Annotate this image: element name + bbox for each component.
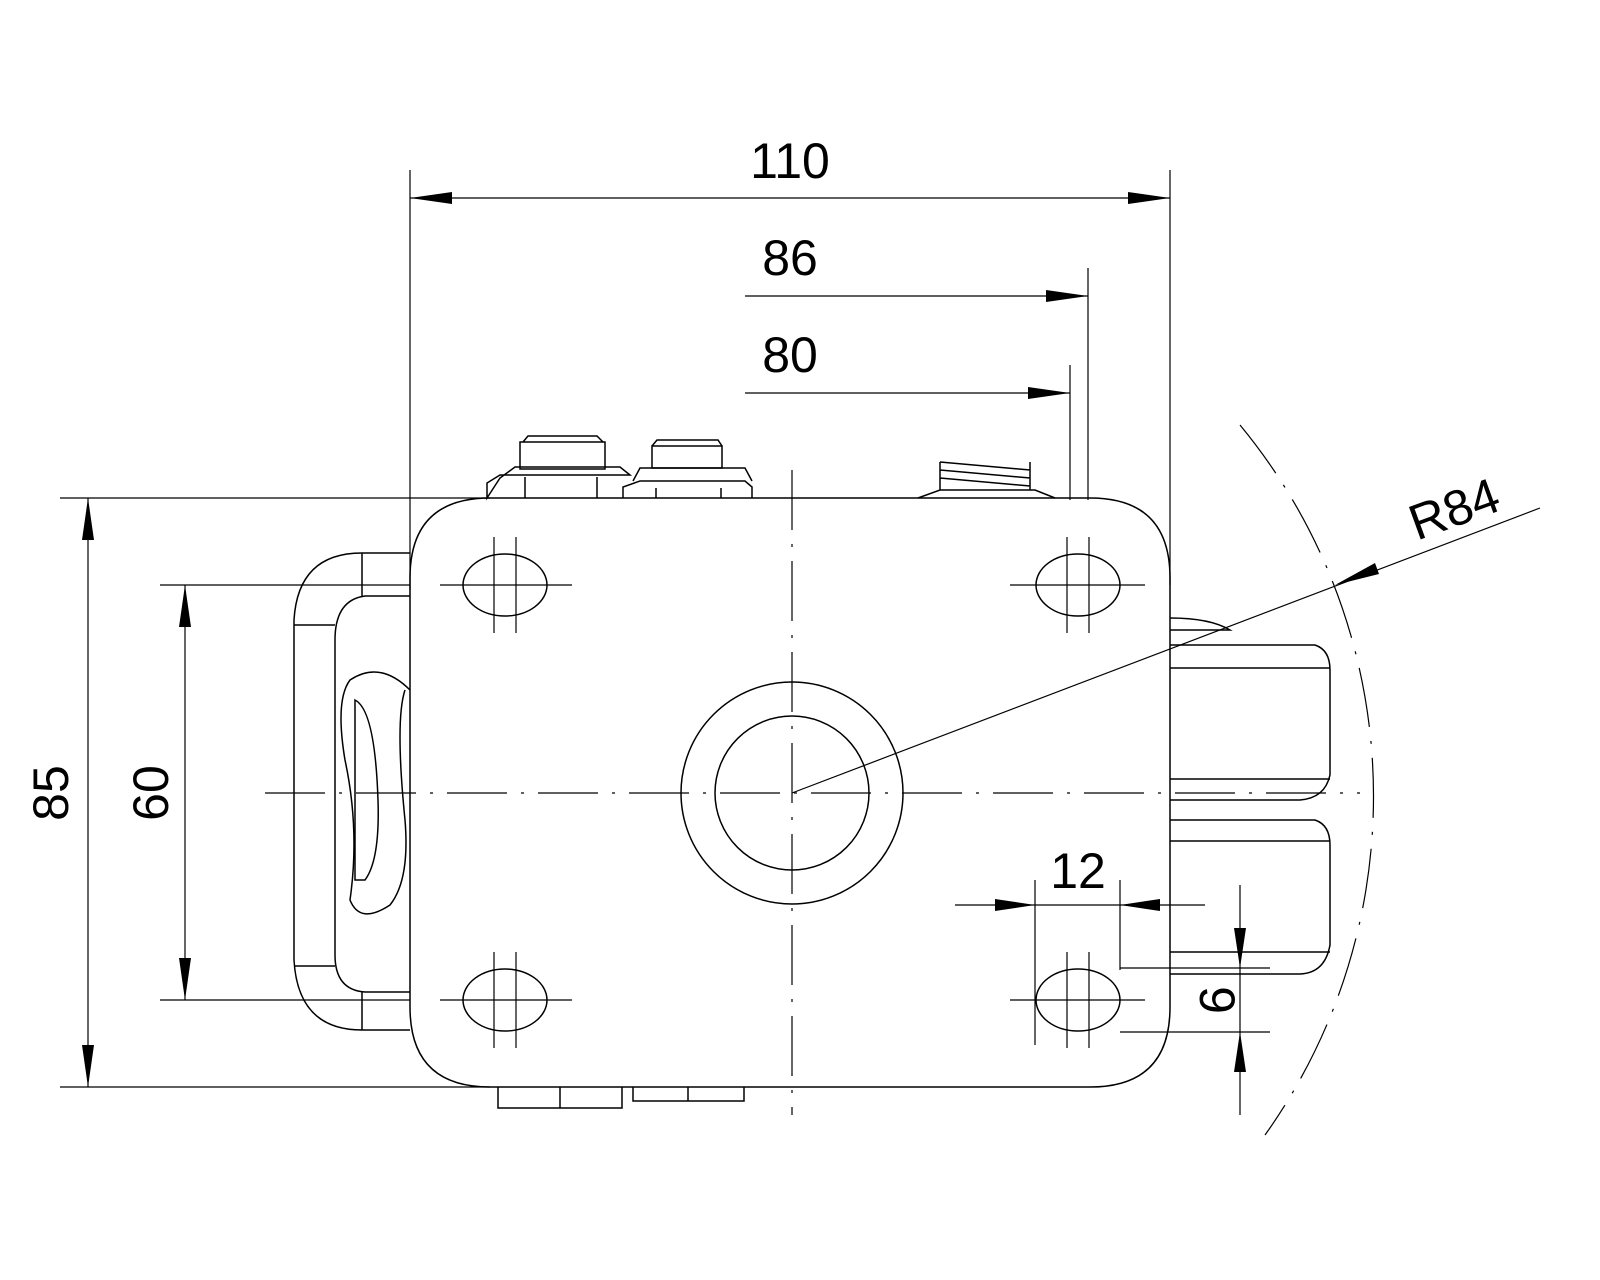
bottom-nuts: [497, 1087, 745, 1109]
top-nuts: [486, 435, 753, 501]
dimension-label-r84: R84: [1402, 467, 1507, 551]
swivel-radius-arc: [1239, 424, 1375, 1136]
dimension-85: 85: [23, 497, 490, 1088]
dimension-label-9: 9: [1189, 986, 1245, 1014]
dimension-label-80: 80: [762, 327, 818, 383]
dimension-80: 80: [745, 327, 1071, 500]
dimension-label-12: 12: [1050, 843, 1106, 899]
dimension-9: 9: [1120, 885, 1270, 1115]
mounting-plate: [409, 497, 1171, 1088]
dimension-12: 12: [955, 843, 1205, 1045]
mounting-holes: [440, 537, 1145, 1048]
dimension-60: 60: [123, 584, 410, 1001]
dimension-86: 86: [745, 230, 1089, 500]
wheel: [1169, 617, 1331, 975]
side-bracket: [293, 552, 411, 1031]
dimension-label-85: 85: [23, 765, 79, 821]
threaded-stud: [917, 461, 1056, 499]
dimension-label-60: 60: [123, 765, 179, 821]
dimension-label-86: 86: [762, 230, 818, 286]
dimension-110: 110: [409, 133, 1171, 590]
dimension-label-110: 110: [750, 133, 830, 189]
dimension-r84: R84: [791, 467, 1541, 794]
